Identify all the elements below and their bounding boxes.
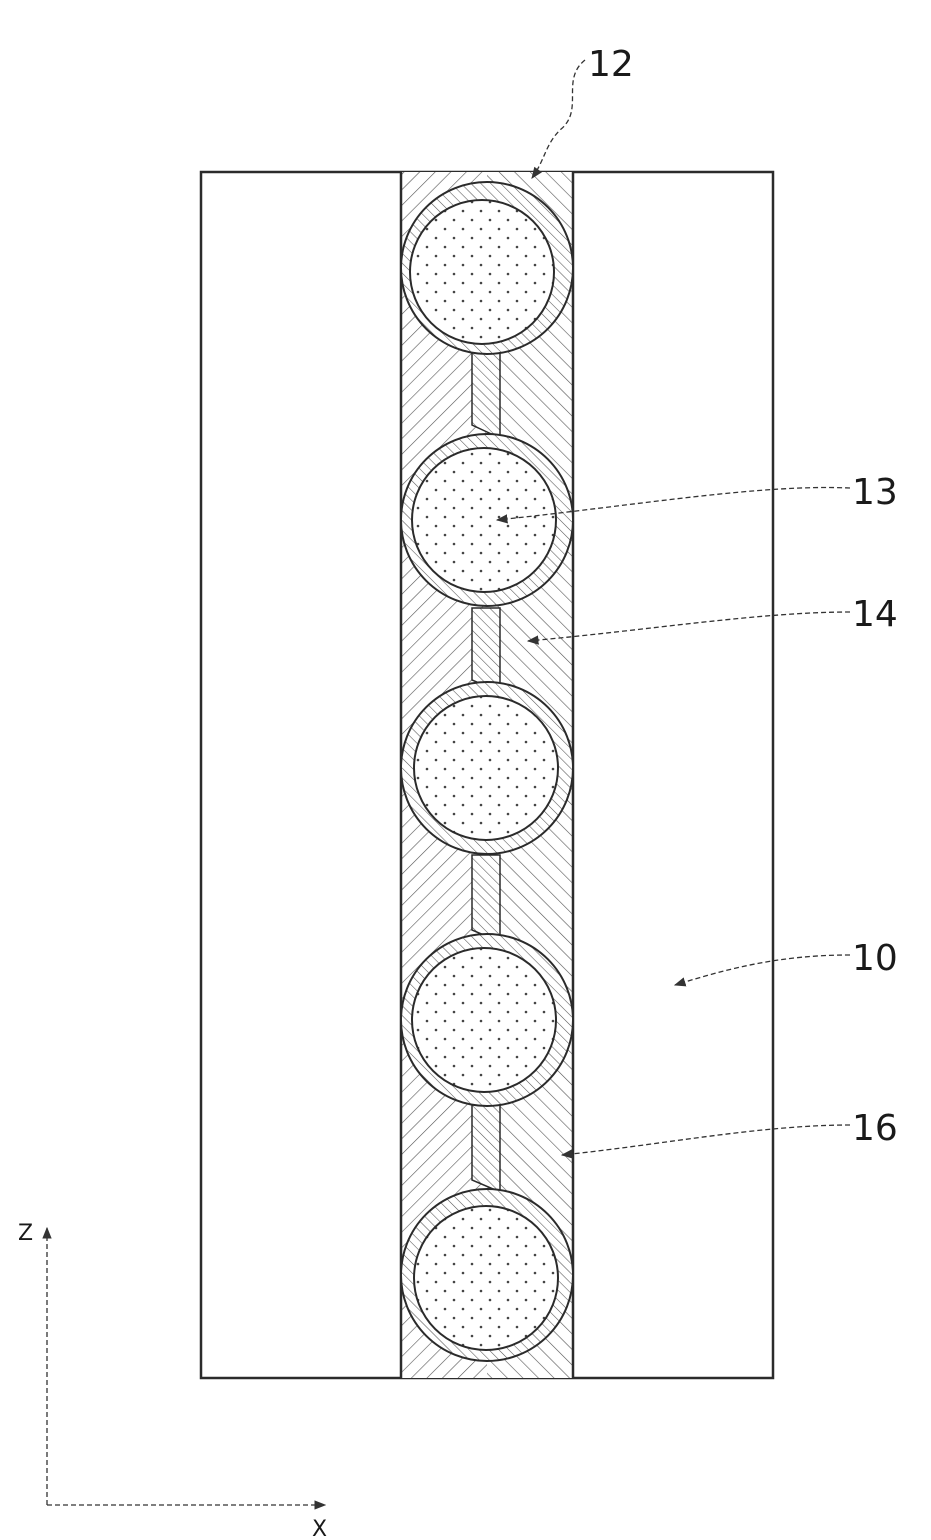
particle-2 xyxy=(401,434,573,606)
particle-1 xyxy=(401,182,573,354)
label-10: 10 xyxy=(852,938,898,979)
x-axis-label: X xyxy=(312,1517,327,1540)
coordinate-axes: Z X xyxy=(18,1221,327,1540)
label-16: 16 xyxy=(852,1108,898,1149)
leader-12 xyxy=(532,60,585,178)
leader-16 xyxy=(562,1125,850,1155)
z-axis-label: Z xyxy=(18,1221,33,1246)
label-12: 12 xyxy=(588,44,634,85)
leader-10 xyxy=(675,955,850,985)
particle-4 xyxy=(401,934,573,1106)
label-14: 14 xyxy=(852,594,898,635)
label-13: 13 xyxy=(852,472,898,513)
particle-5 xyxy=(401,1189,573,1361)
leader-14 xyxy=(528,612,850,641)
particle-3 xyxy=(401,682,573,854)
